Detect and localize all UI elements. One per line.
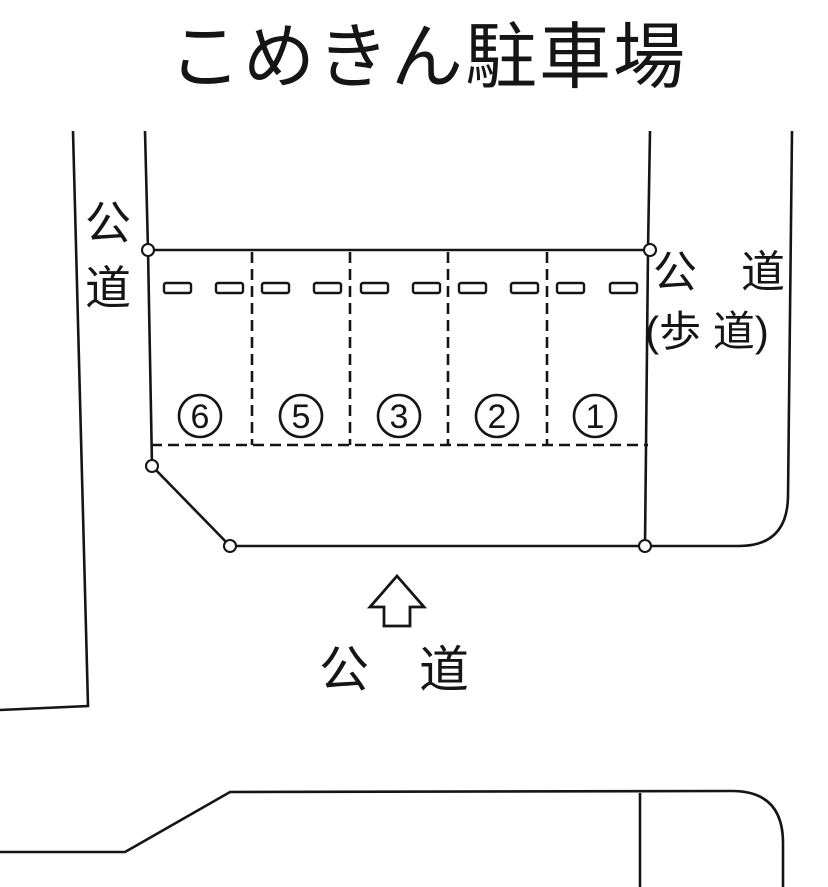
lane-marking-dash: [359, 281, 390, 295]
lane-marking-dash: [214, 281, 245, 295]
parking-space-number: 2: [488, 398, 507, 436]
boundary-marker-circle: [140, 242, 156, 258]
parking-space-6: 6: [177, 393, 223, 439]
parking-space-circle: [572, 393, 618, 439]
lane-marking-dash: [555, 281, 586, 295]
parking-space-number: 3: [390, 398, 409, 436]
page-title: こめきん駐車場: [169, 18, 687, 98]
sidewalk-label: (歩 道): [645, 308, 769, 355]
lane-marking-dash: [260, 281, 291, 295]
left-road-label-bottom: 道: [85, 262, 131, 314]
lane-marking-dash: [312, 281, 343, 295]
parking-area-corner-cut-line: [151, 465, 231, 547]
parking-space-1: 1: [572, 393, 618, 439]
bottom-road-far-edge-line: [0, 789, 785, 887]
parking-space-number: 5: [292, 398, 311, 436]
entrance-up-arrow-icon: [366, 573, 428, 628]
right-road-label: 公 道: [653, 248, 785, 297]
sidewalk-outer-edge-line: [230, 130, 794, 548]
left-road-outer-edge-line: [0, 130, 90, 712]
lane-marking-dash: [608, 281, 639, 295]
left-road-label-top: 公: [85, 197, 131, 249]
parking-space-3: 3: [376, 393, 422, 439]
lane-marking-dash: [457, 281, 488, 295]
bottom-road-label: 公 道: [319, 642, 469, 698]
lane-marking-dash: [411, 281, 442, 295]
boundary-marker-circle: [144, 458, 160, 474]
parking-space-2: 2: [474, 393, 520, 439]
parking-space-circle: [474, 393, 520, 439]
parking-space-number: 1: [586, 398, 605, 436]
parking-space-5: 5: [278, 393, 324, 439]
boundary-marker-circle: [222, 538, 238, 554]
parking-space-circle: [278, 393, 324, 439]
parking-space-number: 6: [191, 398, 210, 436]
lane-marking-dash: [162, 281, 193, 295]
parking-space-circle: [376, 393, 422, 439]
boundary-marker-circle: [642, 242, 658, 258]
boundary-marker-circle: [637, 538, 653, 554]
left-road-inner-edge-line: [143, 130, 154, 467]
lane-marking-dash: [509, 281, 540, 295]
parking-space-circle: [177, 393, 223, 439]
